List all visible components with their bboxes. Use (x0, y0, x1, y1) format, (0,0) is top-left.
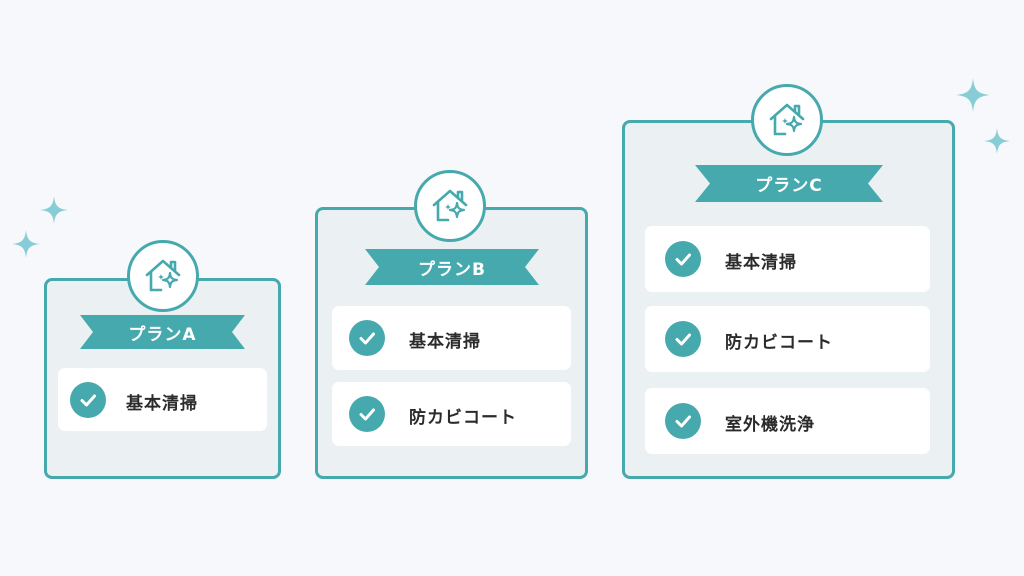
check-icon (665, 403, 701, 439)
item-label: 基本清掃 (409, 332, 481, 352)
plan-b-badge (414, 170, 486, 242)
check-icon (70, 382, 106, 418)
list-item: 室外機洗浄 (645, 388, 930, 454)
plan-c-badge (751, 84, 823, 156)
sparkle-icon (40, 196, 68, 224)
plan-a-name: プランA (128, 324, 197, 345)
sparkle-icon (984, 128, 1010, 154)
house-sparkle-icon (432, 189, 468, 222)
check-icon (665, 321, 701, 357)
list-item: 基本清掃 (332, 306, 571, 370)
check-icon (349, 396, 385, 432)
check-icon (665, 241, 701, 277)
list-item: 基本清掃 (58, 368, 267, 431)
item-label: 基本清掃 (725, 253, 797, 273)
item-label: 防カビコート (725, 333, 833, 353)
item-label: 防カビコート (409, 408, 517, 428)
check-icon (349, 320, 385, 356)
list-item: 防カビコート (645, 306, 930, 372)
plan-c-name: プランC (755, 176, 823, 196)
sparkle-icon (12, 230, 40, 258)
list-item: 防カビコート (332, 382, 571, 446)
plan-c-ribbon: プランC (695, 165, 883, 202)
house-sparkle-icon (145, 259, 181, 292)
item-label: 室外機洗浄 (725, 415, 815, 435)
plan-a-ribbon: プランA (80, 315, 245, 349)
plan-a-badge (127, 240, 199, 312)
sparkle-icon (956, 78, 990, 112)
plan-b-ribbon: プランB (365, 249, 539, 285)
plan-b-name: プランB (418, 259, 486, 280)
item-label: 基本清掃 (126, 394, 198, 414)
house-sparkle-icon (769, 103, 805, 136)
list-item: 基本清掃 (645, 226, 930, 292)
